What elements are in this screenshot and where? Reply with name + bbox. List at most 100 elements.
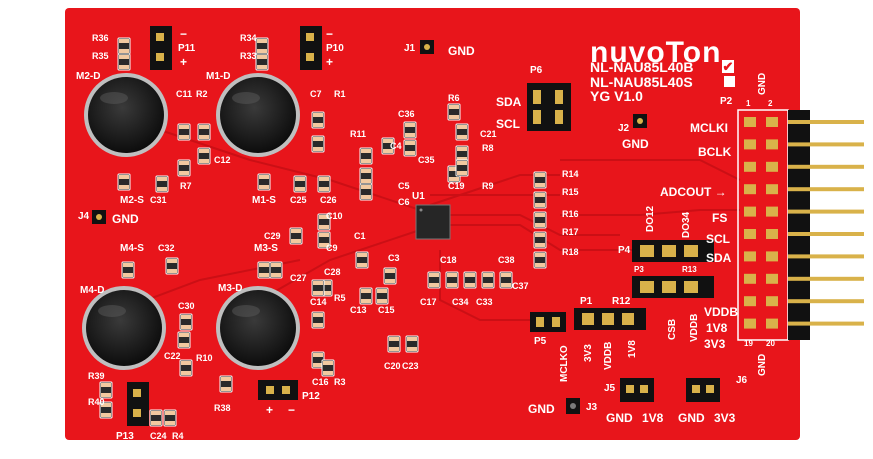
smd-pad bbox=[357, 263, 367, 267]
resistor-label: R33 bbox=[240, 51, 257, 61]
capacitor-label: C11 bbox=[176, 89, 193, 99]
smd-pad bbox=[179, 343, 189, 347]
resistor-label: R3 bbox=[334, 377, 346, 387]
p11-plus: + bbox=[180, 55, 188, 69]
p2-pin20-num: 20 bbox=[766, 339, 775, 348]
smd-pad bbox=[101, 403, 111, 407]
j4-gnd: GND bbox=[112, 212, 139, 226]
p6-sda: SDA bbox=[496, 95, 522, 109]
smd-pad bbox=[313, 147, 323, 151]
smd-pad bbox=[165, 411, 175, 415]
smd-pad bbox=[447, 283, 457, 287]
smd-pad bbox=[377, 299, 387, 303]
capacitor-label: C30 bbox=[178, 301, 195, 311]
smd-pad bbox=[313, 291, 323, 295]
smd-pad bbox=[361, 289, 371, 293]
p2-pin19-num: 19 bbox=[744, 339, 753, 348]
smd-pad bbox=[313, 137, 323, 141]
chip-u1-label: U1 bbox=[412, 191, 425, 202]
smd-pad bbox=[429, 283, 439, 287]
p2-pin bbox=[788, 232, 864, 236]
capacitor-label: C27 bbox=[290, 273, 307, 283]
smd-pad bbox=[157, 187, 167, 191]
smd-pad bbox=[361, 299, 371, 303]
p12-plus: + bbox=[266, 403, 274, 417]
testpoint-j1 bbox=[420, 40, 434, 54]
testpoint-j3 bbox=[566, 398, 580, 414]
smd-pad bbox=[361, 185, 371, 189]
resistor-label: R2 bbox=[196, 89, 208, 99]
p6-label: P6 bbox=[530, 65, 543, 76]
p2-pad bbox=[766, 139, 778, 150]
smd-pad bbox=[319, 225, 329, 229]
smd-pad bbox=[319, 187, 329, 191]
smd-pad bbox=[361, 169, 371, 173]
p2-pin bbox=[788, 299, 864, 304]
mic-m1-body bbox=[216, 73, 300, 157]
smd-pad bbox=[457, 147, 467, 151]
mic-m4-label: M4-D bbox=[80, 285, 105, 296]
capacitor-label: C23 bbox=[402, 361, 419, 371]
smd-pad bbox=[449, 105, 459, 109]
p2-pad bbox=[766, 296, 778, 307]
smd-pad bbox=[271, 263, 281, 267]
p2-bottom-gnd: GND bbox=[757, 353, 768, 376]
smd-pad bbox=[321, 291, 331, 295]
header-p3 bbox=[632, 276, 714, 298]
smd-pad bbox=[385, 279, 395, 283]
smd-pad bbox=[319, 243, 329, 247]
smd-pad bbox=[257, 55, 267, 59]
p2-vddb: VDDB bbox=[704, 305, 739, 319]
smd-pad bbox=[119, 39, 129, 43]
smd-pad bbox=[199, 149, 209, 153]
resistor-label: R16 bbox=[562, 209, 579, 219]
resistor-label: R6 bbox=[448, 93, 460, 103]
smd-pad bbox=[501, 283, 511, 287]
smd-pad bbox=[199, 159, 209, 163]
j4-label: J4 bbox=[78, 211, 90, 222]
smd-pad bbox=[181, 315, 191, 319]
p2-pin2-num: 2 bbox=[768, 99, 773, 108]
capacitor-label: C22 bbox=[164, 351, 181, 361]
smd-pad bbox=[179, 161, 189, 165]
resistor-label: R5 bbox=[334, 293, 346, 303]
p2-pad bbox=[744, 296, 756, 307]
smd-pad bbox=[157, 177, 167, 181]
p2-pad bbox=[766, 206, 778, 217]
smd-pad bbox=[319, 233, 329, 237]
smd-pad bbox=[313, 363, 323, 367]
p2-pad bbox=[766, 117, 778, 127]
resistor-label: R11 bbox=[350, 129, 367, 139]
capacitor-label: C9 bbox=[326, 243, 338, 253]
smd-pad bbox=[389, 337, 399, 341]
header-j5 bbox=[620, 378, 654, 402]
capacitor-label: C10 bbox=[326, 211, 343, 221]
p2-pin bbox=[788, 254, 864, 259]
p2-pad bbox=[766, 318, 778, 329]
header-p4 bbox=[632, 240, 714, 262]
resistor-label: R7 bbox=[180, 181, 192, 191]
p2-pad bbox=[766, 184, 778, 195]
p11-label: P11 bbox=[178, 43, 196, 54]
smd-pad bbox=[449, 115, 459, 119]
smd-pad bbox=[199, 125, 209, 129]
j6-gnd: GND bbox=[678, 411, 705, 425]
p2-adcout: ADCOUT → bbox=[660, 185, 727, 199]
resistor-label: R36 bbox=[92, 33, 109, 43]
smd-pad bbox=[535, 263, 545, 267]
smd-pad bbox=[167, 259, 177, 263]
p10-plus: + bbox=[326, 55, 334, 69]
p2-pad bbox=[744, 117, 756, 127]
p2-pad bbox=[744, 139, 756, 150]
smd-pad bbox=[449, 167, 459, 171]
header-p5 bbox=[530, 312, 566, 332]
capacitor-label: C17 bbox=[420, 297, 437, 307]
p2-pad bbox=[744, 206, 756, 217]
capacitor-label: C28 bbox=[324, 267, 341, 277]
p2-pin bbox=[788, 276, 864, 281]
smd-pad bbox=[151, 411, 161, 415]
smd-pad bbox=[319, 177, 329, 181]
smd-pad bbox=[465, 273, 475, 277]
capacitor-label: C36 bbox=[398, 109, 415, 119]
p4-label: P4 bbox=[618, 245, 631, 256]
